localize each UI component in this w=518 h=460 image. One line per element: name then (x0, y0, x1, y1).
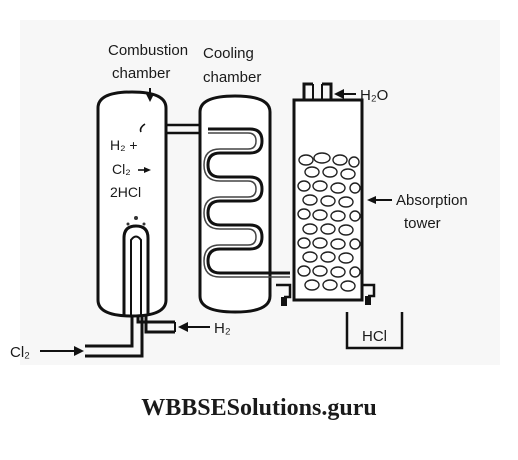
combustion-label-arrow-head (146, 94, 154, 102)
h2-inlet-pipe (136, 316, 210, 334)
label-combustion-2: chamber (112, 65, 170, 82)
flame-mark (134, 216, 138, 220)
label-h2-plus: H₂ + (110, 137, 138, 153)
cooling-chamber-body (198, 94, 272, 314)
burner-inner (130, 235, 142, 316)
hcl-beaker (345, 312, 404, 350)
combustion-chamber (96, 90, 168, 318)
label-cooling-2: chamber (203, 69, 261, 86)
flame-mark (126, 222, 130, 226)
h2-arrow-head (178, 322, 188, 332)
cooling-coil-outer (206, 127, 290, 275)
absorption-tower (292, 82, 392, 305)
label-2hcl: 2HCl (110, 184, 141, 200)
tower-tap-nozzle (365, 296, 371, 305)
absorption-arrow-head (367, 196, 376, 204)
label-hcl-product: HCl (362, 328, 387, 345)
reaction-arrow-1 (139, 123, 146, 133)
cooling-tap-nozzle (281, 297, 287, 306)
flame-mark (142, 222, 146, 226)
label-absorption-2: tower (404, 215, 441, 232)
cl2-inlet-pipe (40, 316, 144, 358)
cl2-arrow-head (74, 346, 84, 356)
water-arrow-head (334, 89, 344, 99)
cooling-chamber (198, 94, 292, 314)
label-h2-inlet: H₂ (214, 320, 231, 337)
watermark: WBBSESolutions.guru (141, 395, 376, 421)
tower-packing (297, 152, 361, 292)
label-h2o: H₂O (360, 87, 388, 104)
label-cl2-inlet: Cl₂ (10, 344, 30, 361)
burner-outer (122, 224, 150, 316)
label-cooling-1: Cooling (203, 45, 254, 62)
label-cl2-reactant: Cl₂ (112, 161, 131, 177)
reaction-arrow-2-head (144, 167, 151, 173)
label-absorption-1: Absorption (396, 192, 468, 209)
cooling-coil-inner (203, 132, 290, 278)
label-combustion-1: Combustion (108, 42, 188, 59)
